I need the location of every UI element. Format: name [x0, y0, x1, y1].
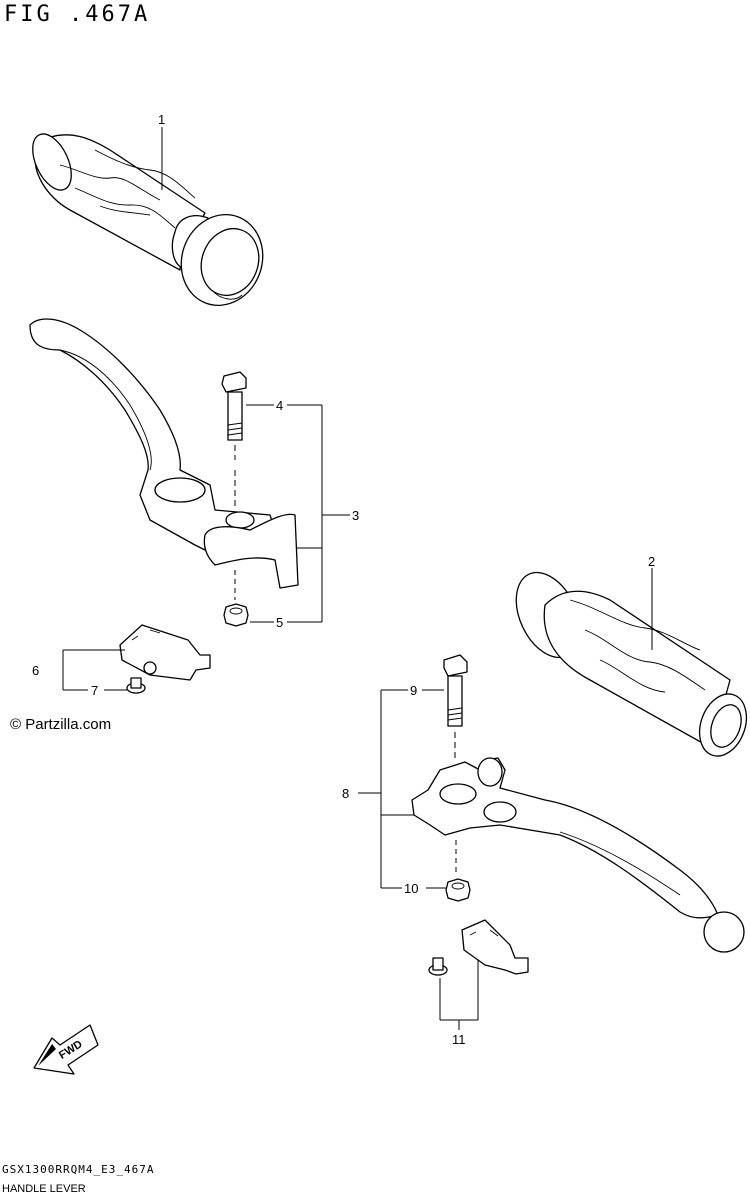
- switch-screw-left[interactable]: [126, 677, 146, 694]
- figure-title: FIG .467A: [4, 2, 151, 27]
- callout-4: 4: [276, 398, 283, 413]
- lever-pivot-bolt[interactable]: [221, 371, 247, 510]
- callout-7: 7: [91, 683, 98, 698]
- watermark: © Partzilla.com: [10, 716, 112, 733]
- fwd-arrow-icon: FWD: [33, 1024, 99, 1075]
- callout-9: 9: [410, 683, 417, 698]
- front-brake-lever[interactable]: [29, 318, 299, 589]
- figure-code: GSX1300RRQM4_E3_467A: [2, 1163, 155, 1176]
- callout-10: 10: [404, 881, 418, 896]
- callout-8: 8: [342, 786, 349, 801]
- clutch-lever[interactable]: [411, 757, 745, 953]
- callout-3: 3: [352, 508, 359, 523]
- lever-pivot-nut[interactable]: [223, 570, 249, 627]
- clutch-pivot-bolt[interactable]: [443, 654, 468, 760]
- callout-5: 5: [276, 615, 283, 630]
- callout-2: 2: [648, 554, 655, 569]
- front-brake-switch[interactable]: [119, 624, 211, 681]
- right-throttle-grip[interactable]: [504, 562, 750, 762]
- figure-name: HANDLE LEVER: [2, 1183, 86, 1195]
- callout-11: 11: [452, 1032, 466, 1047]
- clutch-switch-screw[interactable]: [428, 957, 448, 976]
- clutch-pivot-nut[interactable]: [445, 840, 471, 902]
- left-handle-grip[interactable]: [25, 128, 276, 317]
- callout-1: 1: [158, 112, 165, 127]
- clutch-switch[interactable]: [461, 919, 529, 975]
- callout-6: 6: [32, 663, 39, 678]
- leader-lines: [62, 127, 653, 1030]
